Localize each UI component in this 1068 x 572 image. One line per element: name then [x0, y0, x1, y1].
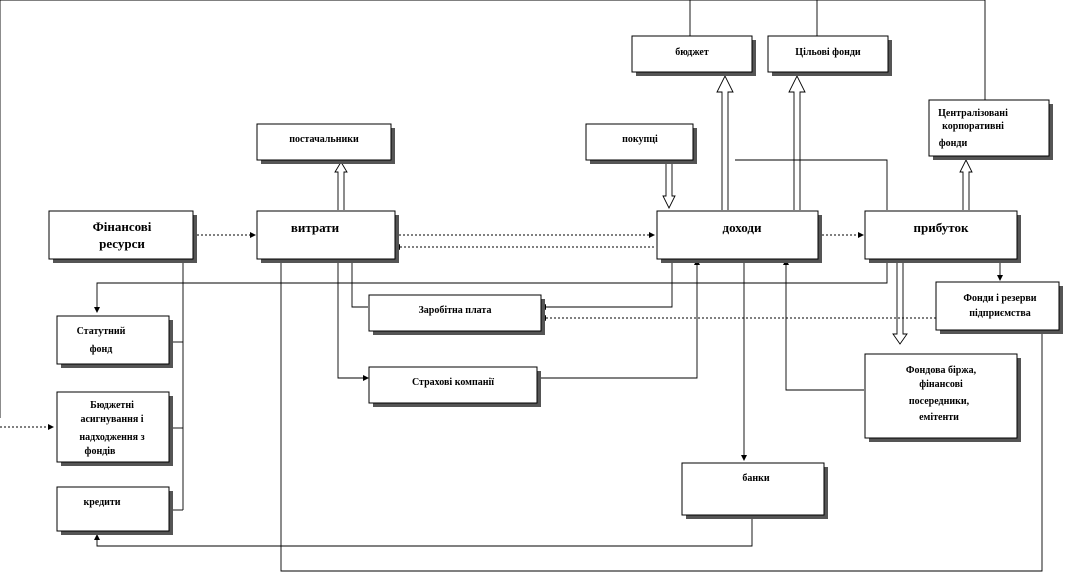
node-budget-allocations-line4: фондів: [85, 446, 117, 457]
node-centralized-funds: Централізовані корпоративні фонди: [928, 99, 1053, 160]
node-charter-fund-line2: фонд: [90, 344, 113, 355]
node-credits: кредити: [56, 486, 173, 535]
node-budget-allocations: Бюджетні асигнування і надходження з фон…: [56, 391, 173, 466]
connector-lines: [0, 159, 1003, 547]
node-budget-allocations-line3: надходження з: [79, 432, 144, 443]
node-budget-label: бюджет: [675, 47, 709, 58]
node-insurance-label: Страхові компанії: [412, 377, 494, 388]
node-budget: бюджет: [631, 35, 756, 76]
node-profit-label: прибуток: [914, 220, 969, 235]
node-budget-allocations-line2: асигнування і: [80, 414, 143, 425]
node-suppliers: постачальники: [256, 123, 395, 164]
node-stock-exchange-line4: емітенти: [919, 412, 959, 423]
node-enterprise-funds-line1: Фонди і резерви: [963, 293, 1036, 304]
node-profit: прибуток: [864, 210, 1021, 263]
node-centralized-funds-line2: корпоративні: [942, 121, 1004, 132]
node-centralized-funds-line1: Централізовані: [938, 108, 1008, 119]
node-charter-fund: Статутний фонд: [56, 315, 173, 368]
node-income: доходи: [656, 210, 822, 263]
node-charter-fund-line1: Статутний: [77, 326, 126, 337]
node-banks-label: банки: [742, 473, 770, 484]
node-enterprise-funds-line2: підприємства: [969, 308, 1031, 319]
node-buyers: покупці: [585, 123, 697, 164]
node-buyers-label: покупці: [622, 134, 658, 145]
node-financial-resources-line1: Фінансові: [93, 219, 152, 234]
node-salary-label: Заробітна плата: [419, 305, 492, 316]
node-credits-label: кредити: [83, 497, 120, 508]
node-financial-resources: Фінансові ресурси: [48, 210, 197, 263]
node-stock-exchange: Фондова біржа, фінансові посередники, ем…: [864, 353, 1021, 442]
node-centralized-funds-line3: фонди: [939, 138, 968, 149]
outer-connectors: [0, 0, 1043, 572]
node-enterprise-funds: Фонди і резерви підприємства: [935, 281, 1063, 334]
node-stock-exchange-line3: посередники,: [909, 396, 970, 407]
node-suppliers-label: постачальники: [289, 134, 359, 145]
node-salary: Заробітна плата: [368, 294, 545, 335]
node-stock-exchange-line1: Фондова біржа,: [906, 365, 977, 376]
node-income-label: доходи: [723, 220, 762, 235]
node-banks: банки: [681, 462, 828, 519]
node-expenses-label: витрати: [291, 220, 340, 235]
node-target-funds-label: Цільові фонди: [795, 47, 861, 58]
node-stock-exchange-line2: фінансові: [919, 379, 963, 390]
node-target-funds: Цільові фонди: [767, 35, 892, 76]
node-insurance: Страхові компанії: [368, 366, 541, 407]
node-expenses: витрати: [256, 210, 399, 263]
node-financial-resources-line2: ресурси: [99, 236, 145, 251]
node-budget-allocations-line1: Бюджетні: [90, 400, 134, 411]
